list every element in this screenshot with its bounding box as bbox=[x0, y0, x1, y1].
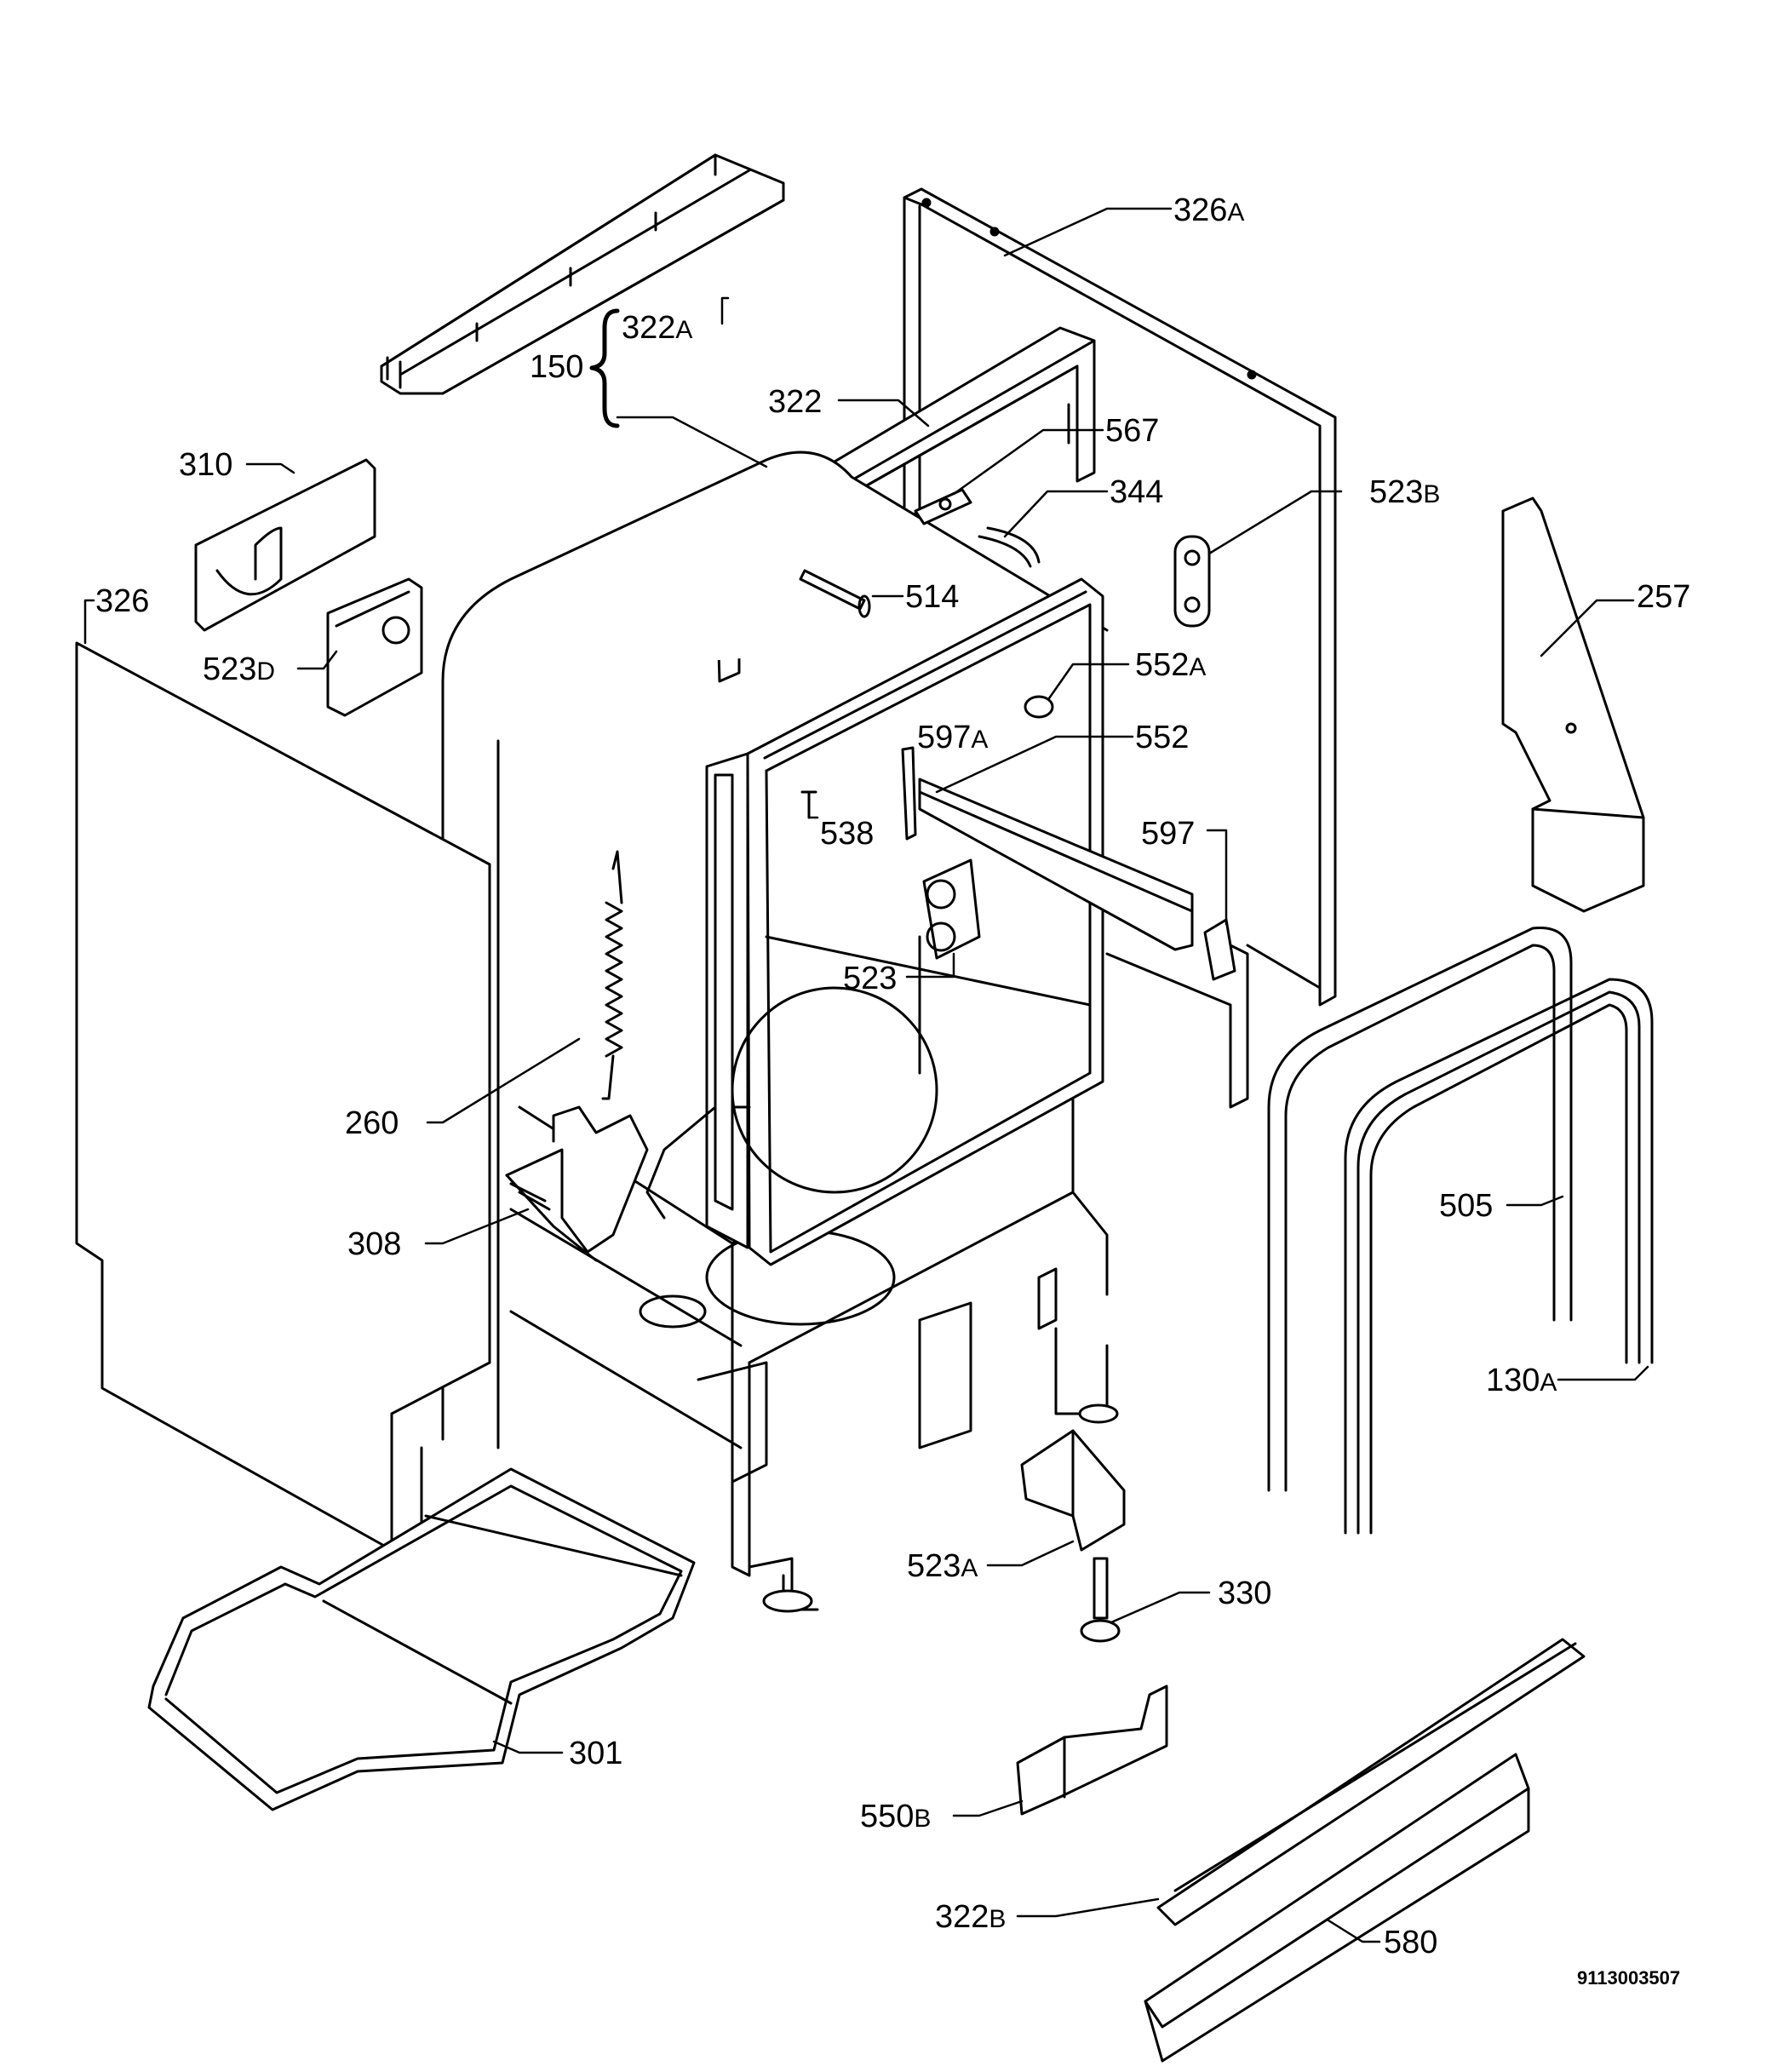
cover-523d bbox=[326, 577, 423, 717]
side-panel-326 bbox=[75, 641, 491, 1552]
rail-552 bbox=[918, 778, 1194, 951]
cover-310 bbox=[194, 458, 376, 632]
door-seal-130a bbox=[1344, 978, 1654, 1535]
label-326a: 326A bbox=[1173, 192, 1245, 228]
label-330: 330 bbox=[1218, 1576, 1272, 1611]
inner-tub bbox=[645, 577, 1104, 1266]
label-301: 301 bbox=[569, 1736, 623, 1771]
pin-514 bbox=[799, 569, 871, 618]
label-552a: 552A bbox=[1135, 647, 1207, 683]
rail-322b bbox=[1156, 1638, 1586, 1926]
door-seal-505 bbox=[1267, 927, 1573, 1492]
label-597a: 597A bbox=[917, 720, 989, 755]
label-567: 567 bbox=[1105, 413, 1160, 449]
spring-260 bbox=[601, 850, 623, 1100]
side-guard-257 bbox=[1501, 496, 1645, 913]
label-580: 580 bbox=[1384, 1925, 1438, 1960]
bracket-550b bbox=[1016, 1685, 1168, 1816]
label-514: 514 bbox=[905, 579, 960, 615]
label-550b: 550B bbox=[860, 1799, 932, 1834]
label-260: 260 bbox=[345, 1105, 399, 1141]
label-344: 344 bbox=[1110, 474, 1164, 510]
label-310: 310 bbox=[179, 447, 233, 483]
hinge-308 bbox=[505, 1105, 649, 1262]
label-150: 150 bbox=[530, 349, 584, 385]
label-538: 538 bbox=[820, 816, 875, 852]
foot-330 bbox=[1080, 1557, 1121, 1643]
clip-597a bbox=[901, 746, 917, 841]
label-505: 505 bbox=[1439, 1188, 1494, 1224]
part-523b bbox=[1173, 535, 1211, 628]
part-597 bbox=[1203, 918, 1236, 981]
plinth-tray-301 bbox=[147, 1467, 696, 1811]
label-523a: 523A bbox=[907, 1548, 978, 1584]
label-523d: 523D bbox=[203, 651, 276, 687]
label-257: 257 bbox=[1637, 579, 1691, 615]
screw-538 bbox=[800, 790, 817, 819]
leader-lines bbox=[83, 207, 1649, 1943]
label-552: 552 bbox=[1135, 720, 1190, 755]
part-523 bbox=[922, 858, 981, 960]
plinth-580 bbox=[1144, 1753, 1530, 2063]
cap-552a bbox=[1024, 695, 1054, 719]
label-322: 322 bbox=[768, 384, 823, 420]
bracket-523a bbox=[1020, 1429, 1126, 1552]
label-322a: 322A bbox=[622, 310, 693, 346]
label-130a: 130A bbox=[1486, 1363, 1557, 1398]
label-308: 308 bbox=[347, 1226, 402, 1262]
label-597: 597 bbox=[1141, 816, 1196, 852]
brace-150 bbox=[589, 308, 620, 428]
part-567 bbox=[914, 488, 972, 525]
label-326: 326 bbox=[95, 583, 150, 619]
label-523: 523 bbox=[843, 961, 898, 996]
document-id: 9113003507 bbox=[1577, 1967, 1681, 1989]
label-523b: 523B bbox=[1369, 474, 1441, 510]
part-344 bbox=[978, 526, 1041, 568]
top-rail-322a bbox=[380, 153, 785, 395]
label-322b: 322B bbox=[935, 1899, 1007, 1935]
